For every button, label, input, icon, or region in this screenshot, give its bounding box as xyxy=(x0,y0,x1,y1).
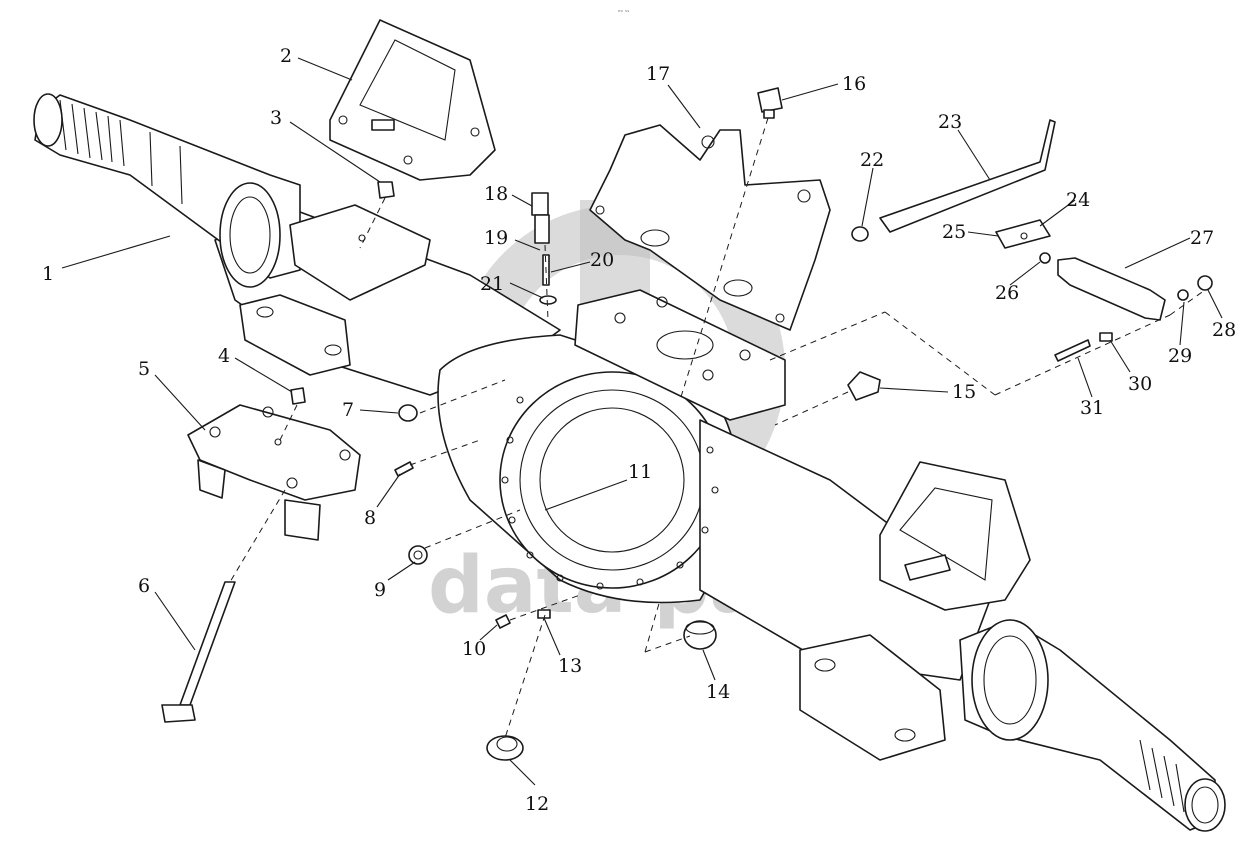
callout-31: 31 xyxy=(1080,397,1104,419)
pin-8 xyxy=(394,461,414,477)
sensor-18 xyxy=(531,192,550,244)
callout-6: 6 xyxy=(138,575,150,597)
bolt-16 xyxy=(757,87,783,119)
callout-7: 7 xyxy=(342,399,354,421)
nut-9 xyxy=(408,545,428,565)
cylinder-27 xyxy=(1057,257,1166,321)
washer-29 xyxy=(1177,289,1189,301)
callout-10: 10 xyxy=(462,638,486,660)
callout-17: 17 xyxy=(646,63,670,85)
callout-2: 2 xyxy=(280,45,292,67)
callout-9: 9 xyxy=(374,579,386,601)
upper-spring-seat-right xyxy=(879,461,1031,611)
long-bolt xyxy=(161,581,236,723)
callout-18: 18 xyxy=(484,183,508,205)
callout-14: 14 xyxy=(706,681,730,703)
left-spindle xyxy=(33,93,301,288)
callout-20: 20 xyxy=(590,249,614,271)
right-saddle-block xyxy=(799,634,946,761)
stud-31 xyxy=(1054,339,1091,362)
washer-21 xyxy=(539,295,557,305)
nut-28 xyxy=(1197,275,1213,291)
callout-22: 22 xyxy=(860,149,884,171)
callout-25: 25 xyxy=(942,221,966,243)
callout-23: 23 xyxy=(938,111,962,133)
callout-26: 26 xyxy=(995,282,1019,304)
cover-12 xyxy=(486,735,524,761)
header-mark: ᵉᵒ ˢˢ xyxy=(618,9,629,16)
tie-rod-23 xyxy=(879,119,1056,233)
callout-labels: 1 2 3 4 5 6 7 8 9 10 11 12 13 14 15 16 1… xyxy=(42,45,1236,815)
callout-11: 11 xyxy=(628,461,652,483)
spacer-30 xyxy=(1099,332,1113,342)
alignment-lines xyxy=(229,117,1206,739)
callout-4: 4 xyxy=(218,345,230,367)
callout-21: 21 xyxy=(480,273,504,295)
callout-15: 15 xyxy=(952,381,976,403)
bushing-4 xyxy=(290,387,306,405)
plug-7 xyxy=(398,404,418,422)
callout-8: 8 xyxy=(364,507,376,529)
upper-spring-seat-left xyxy=(329,19,496,181)
plug-14 xyxy=(683,620,717,650)
callout-19: 19 xyxy=(484,227,508,249)
callout-1: 1 xyxy=(42,263,54,285)
nut-26 xyxy=(1039,252,1051,264)
axle-housing xyxy=(214,211,991,681)
bushing-3 xyxy=(377,181,395,199)
left-saddle-block xyxy=(239,204,431,376)
steering-bracket xyxy=(589,124,831,331)
washer-22 xyxy=(851,226,869,242)
leader-lines xyxy=(61,57,1223,786)
pin-10 xyxy=(495,614,511,629)
callout-24: 24 xyxy=(1066,189,1090,211)
callout-16: 16 xyxy=(842,73,866,95)
callout-13: 13 xyxy=(558,655,582,677)
callout-5: 5 xyxy=(138,358,150,380)
mounting-plate xyxy=(574,289,786,421)
right-spindle xyxy=(959,619,1226,832)
callout-30: 30 xyxy=(1128,373,1152,395)
bolt-15 xyxy=(847,371,881,401)
lower-spring-plate xyxy=(187,404,361,541)
callout-28: 28 xyxy=(1212,319,1236,341)
callout-29: 29 xyxy=(1168,345,1192,367)
callout-3: 3 xyxy=(270,107,282,129)
callout-12: 12 xyxy=(525,793,549,815)
clevis-24-25 xyxy=(995,219,1051,249)
callout-27: 27 xyxy=(1190,227,1214,249)
